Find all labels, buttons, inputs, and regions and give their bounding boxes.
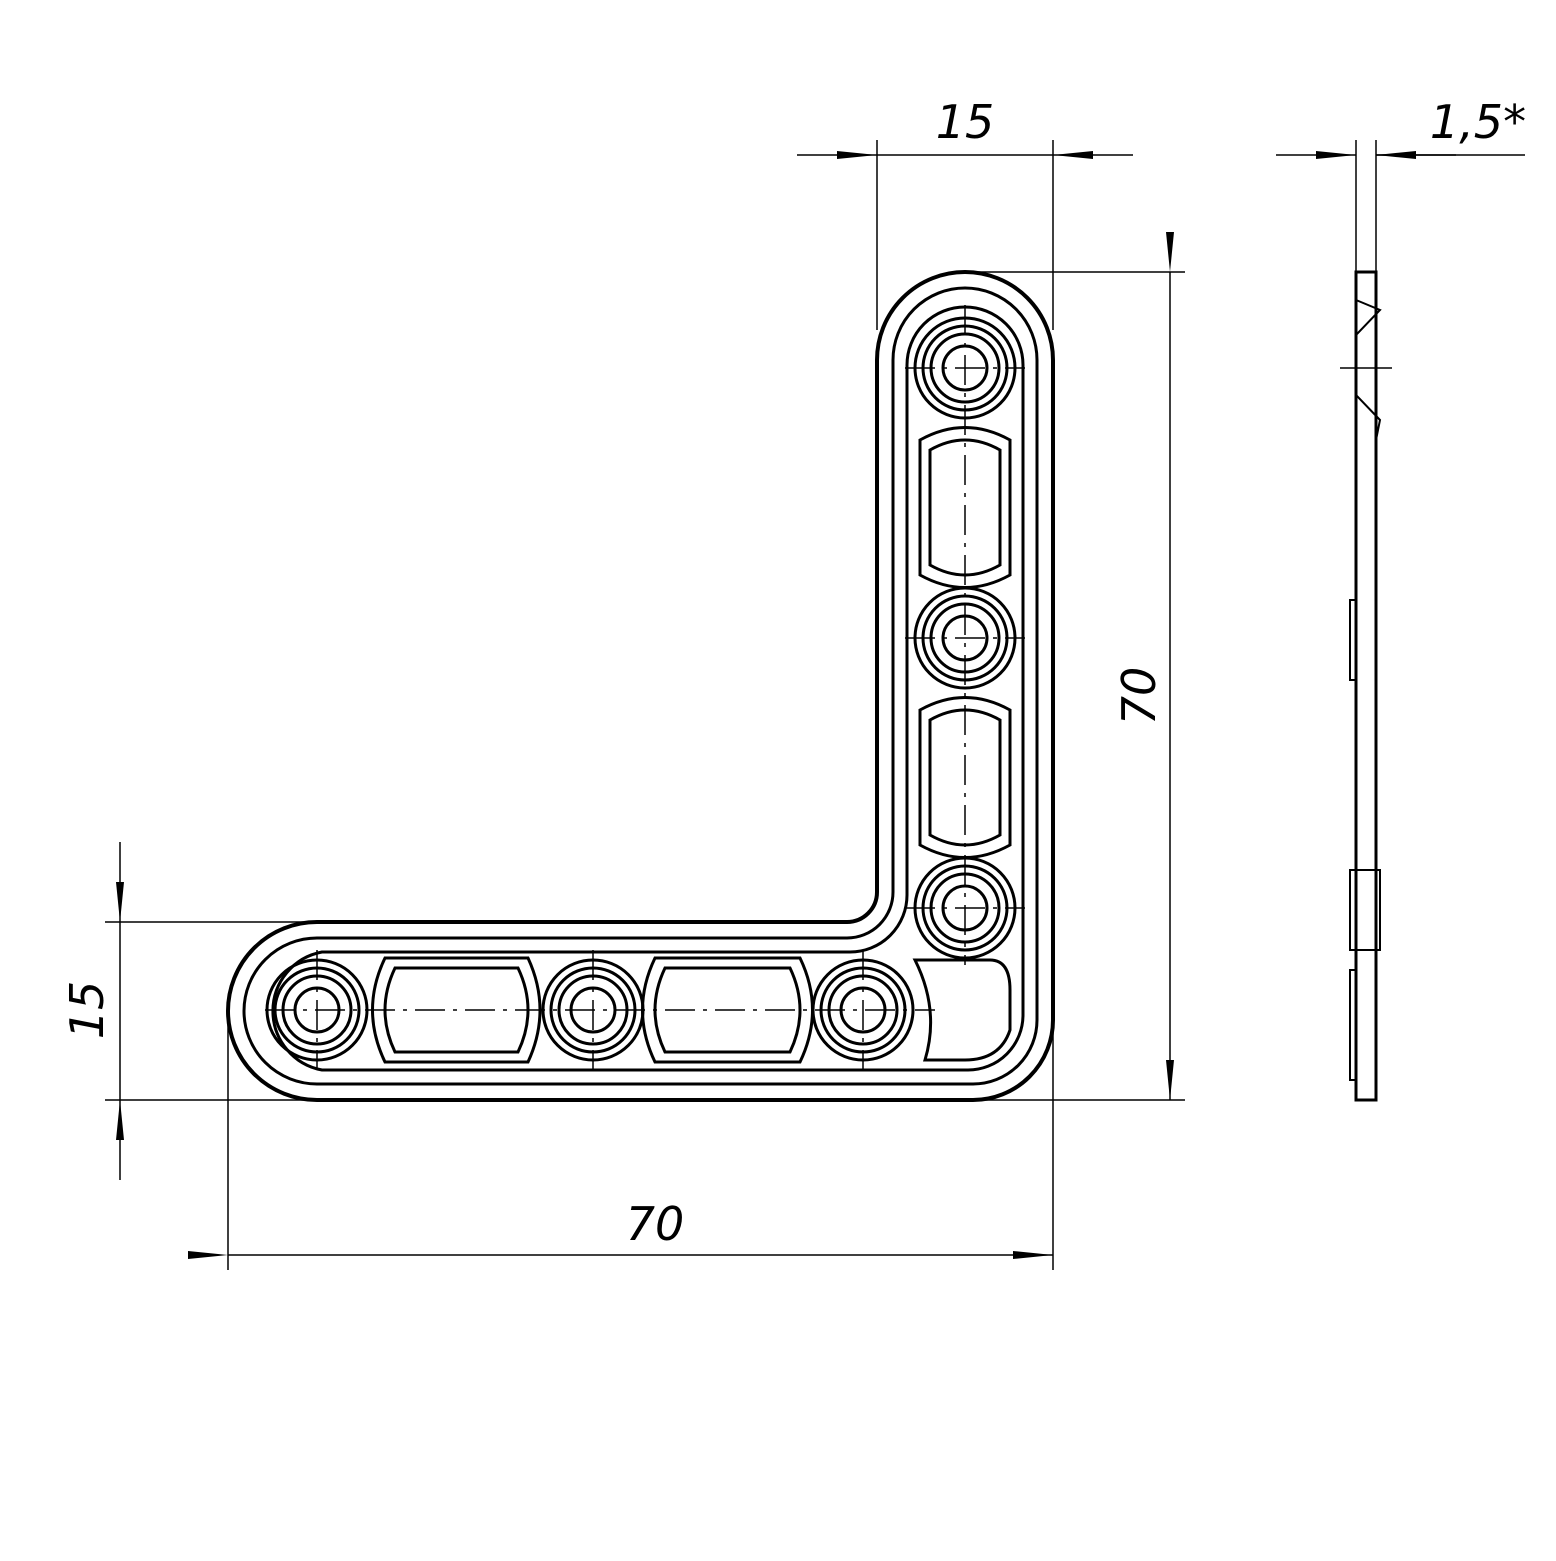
dim-thickness: 1,5*	[1430, 95, 1526, 149]
slot	[653, 966, 802, 1054]
dimension-lines	[105, 140, 1525, 1270]
corner-slot	[912, 958, 1012, 1062]
slot	[918, 696, 1012, 859]
bracket-front-view	[226, 270, 1055, 1102]
slot	[928, 708, 1002, 847]
bracket-rib-contour	[271, 305, 1025, 1072]
slots	[371, 426, 1012, 1064]
slot	[928, 438, 1002, 577]
dim-horizontal-length: 70	[626, 1197, 685, 1251]
slot	[371, 956, 542, 1064]
dim-left-width: 15	[60, 981, 114, 1040]
centerlines	[265, 305, 1025, 1070]
slot	[918, 426, 1012, 589]
dim-vertical-height: 70	[1112, 667, 1166, 726]
bracket-inner-contour	[242, 286, 1039, 1086]
slot	[641, 956, 814, 1064]
slot	[383, 966, 530, 1054]
bracket-side-view	[1340, 270, 1392, 1102]
dim-top-width: 15	[936, 95, 995, 149]
mounting-holes	[265, 316, 1017, 1062]
